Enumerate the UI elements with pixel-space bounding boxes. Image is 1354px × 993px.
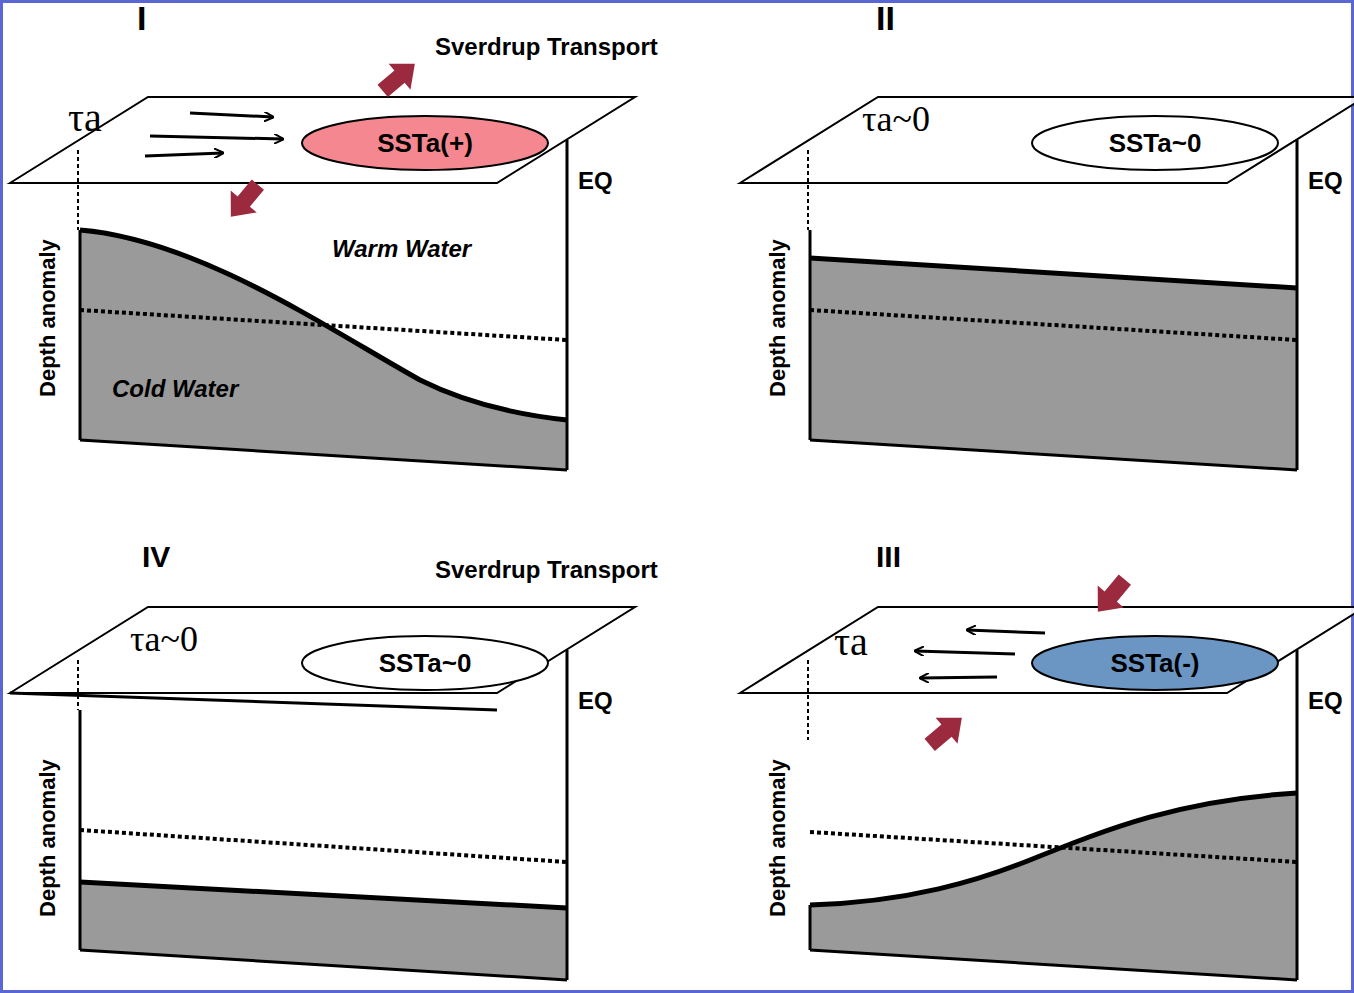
sst-anomaly-neutral: SSTa~0: [300, 634, 550, 692]
axis-label: Depth anomaly: [36, 759, 60, 917]
equator-label: EQ: [578, 688, 613, 714]
transport-label: Sverdrup Transport: [435, 557, 658, 583]
sst-anomaly-neutral: SSTa~0: [1030, 114, 1280, 172]
equator-label: EQ: [1308, 168, 1343, 194]
node-text: SSTa(+): [377, 128, 473, 159]
layer-label: Cold Water: [112, 376, 238, 402]
transport-label: Sverdrup Transport: [435, 34, 658, 60]
axis-label: Depth anomaly: [766, 759, 790, 917]
equator-label: EQ: [1308, 688, 1343, 714]
layer-label: Warm Water: [332, 236, 471, 262]
panel-one: [10, 51, 635, 470]
node-text: SSTa~0: [1109, 128, 1202, 159]
panel-number: III: [876, 540, 901, 573]
node-text: SSTa(-): [1110, 648, 1199, 679]
wind-stress-symbol: τa: [68, 96, 102, 140]
axis-label: Depth anomaly: [766, 239, 790, 397]
equator-label: EQ: [578, 168, 613, 194]
wind-stress-symbol: τa: [834, 620, 868, 664]
panel-two: [740, 97, 1354, 470]
axis-label: Depth anomaly: [36, 239, 60, 397]
node-text: SSTa~0: [379, 648, 472, 679]
panel-three: [740, 569, 1354, 980]
panel-four: [10, 607, 635, 980]
panel-number: II: [876, 0, 895, 37]
sst-anomaly-cold: SSTa(-): [1030, 634, 1280, 692]
sst-anomaly-warm: SSTa(+): [300, 114, 550, 172]
wind-stress-symbol: τa~0: [130, 620, 198, 660]
wind-stress-symbol: τa~0: [862, 100, 930, 140]
panel-number: IV: [142, 540, 170, 573]
panel-number: I: [137, 0, 146, 37]
